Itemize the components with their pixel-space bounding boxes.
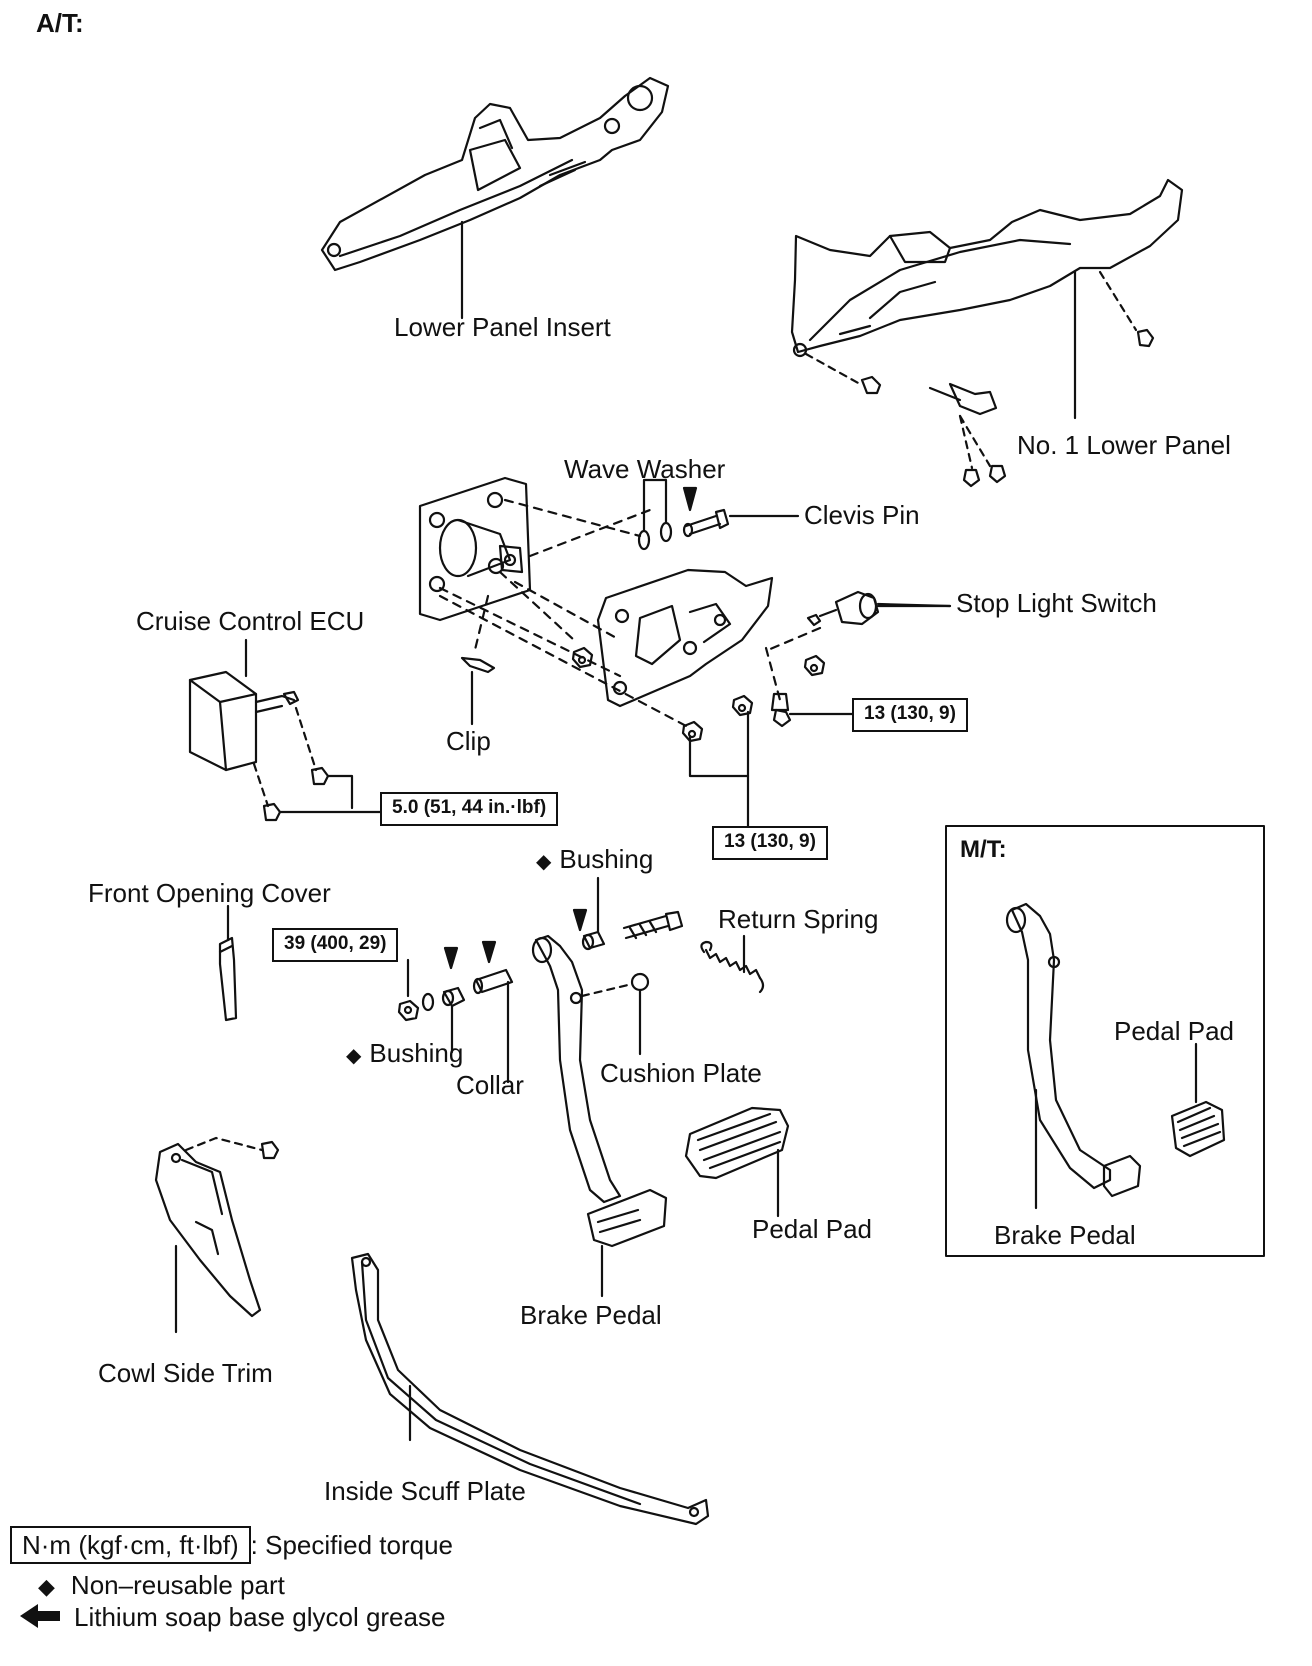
label-clevis-pin: Clevis Pin [804,500,920,530]
legend-grease: Lithium soap base glycol grease [74,1604,445,1630]
label-return-spring: Return Spring [718,904,879,934]
torque-pedal-nut: 39 (400, 29) [272,928,399,962]
nonreusable-diamond-icon: ◆ [536,851,552,873]
return-spring-part [700,940,765,994]
label-bushing-upper-text: Bushing [559,844,654,874]
cushion-plate-part [580,972,650,998]
section-at: A/T: [36,8,84,38]
legend-nonreusable-text: Non–reusable part [70,1570,285,1600]
label-stop-light-switch: Stop Light Switch [956,588,1157,618]
leader-wave-washer [642,478,668,532]
leader-ecu-nut-torque [278,774,382,814]
label-no1-lower-panel: No. 1 Lower Panel [1017,430,1231,460]
mt-box [945,825,1265,1257]
lower-panel-screws [804,270,1155,488]
nonreusable-diamond-icon: ◆ [346,1045,362,1067]
cowl-side-trim-part [154,1136,280,1318]
torque-bracket-nut: 13 (130, 9) [712,826,828,860]
legend-grease-text: Lithium soap base glycol grease [74,1602,446,1632]
label-wave-washer: Wave Washer [564,454,726,484]
inside-scuff-plate-part [350,1252,710,1526]
label-lower-panel-insert: Lower Panel Insert [394,312,611,342]
label-bushing-lower-text: Bushing [369,1038,464,1068]
legend-torque: N·m (kgf·cm, ft·lbf): Specified torque [10,1526,454,1564]
label-mt-brake-pedal: Brake Pedal [994,1220,1136,1250]
torque-ecu-nut: 5.0 (51, 44 in.·lbf) [380,792,559,826]
leader-bracket-nut-torque [688,710,750,778]
legend-grease-arrow-icon [20,1604,60,1628]
legend-torque-unit-box: N·m (kgf·cm, ft·lbf) [10,1526,251,1564]
mounting-plate-part [418,476,532,622]
clevis-pin-part [682,508,730,538]
cruise-control-ecu-part [188,670,300,772]
legend-nonreusable: ◆ Non–reusable part [38,1572,285,1598]
label-cushion-plate: Cushion Plate [600,1058,762,1088]
label-collar: Collar [456,1070,524,1100]
clip-part [460,656,496,674]
label-at-pedal-pad: Pedal Pad [752,1214,872,1244]
label-inside-scuff-plate: Inside Scuff Plate [324,1476,526,1506]
torque-switch-bolt: 13 (130, 9) [852,698,968,732]
label-front-opening-cover: Front Opening Cover [88,878,331,908]
stop-light-switch-part [766,590,952,652]
label-cruise-control-ecu: Cruise Control ECU [136,606,365,636]
lower-panel-insert-part [320,76,670,272]
label-cowl-side-trim: Cowl Side Trim [98,1358,273,1388]
mt-pedal-pad-part [1170,1100,1226,1158]
ecu-nuts [252,706,330,822]
mt-brake-pedal-part [1005,902,1142,1198]
switch-bolt [764,646,792,728]
label-mt-pedal-pad: Pedal Pad [1114,1016,1234,1046]
legend-torque-text: : Specified torque [250,1530,454,1560]
pedal-nut-washer-bushing-collar [397,968,514,1022]
grease-arrow-clevis [682,486,698,512]
label-at-brake-pedal: Brake Pedal [520,1300,662,1330]
front-opening-cover-part [218,936,238,1022]
no1-lower-panel-part [790,178,1184,358]
grease-arrow-collar [481,940,497,964]
label-clip: Clip [446,726,491,756]
pivot-bolt-bushing [581,910,684,951]
grease-arrow-bushing [443,946,459,970]
bracket-nuts [571,646,826,743]
at-brake-pedal-part [531,934,668,1248]
pedal-bracket-part [596,568,774,708]
legend-diamond-icon: ◆ [38,1574,55,1599]
label-bushing-lower: ◆ Bushing [346,1040,463,1066]
at-pedal-pad-part [684,1106,790,1180]
section-mt: M/T: [960,836,1007,863]
grease-arrow-upper-bushing [572,908,588,932]
label-bushing-upper: ◆ Bushing [536,846,653,872]
